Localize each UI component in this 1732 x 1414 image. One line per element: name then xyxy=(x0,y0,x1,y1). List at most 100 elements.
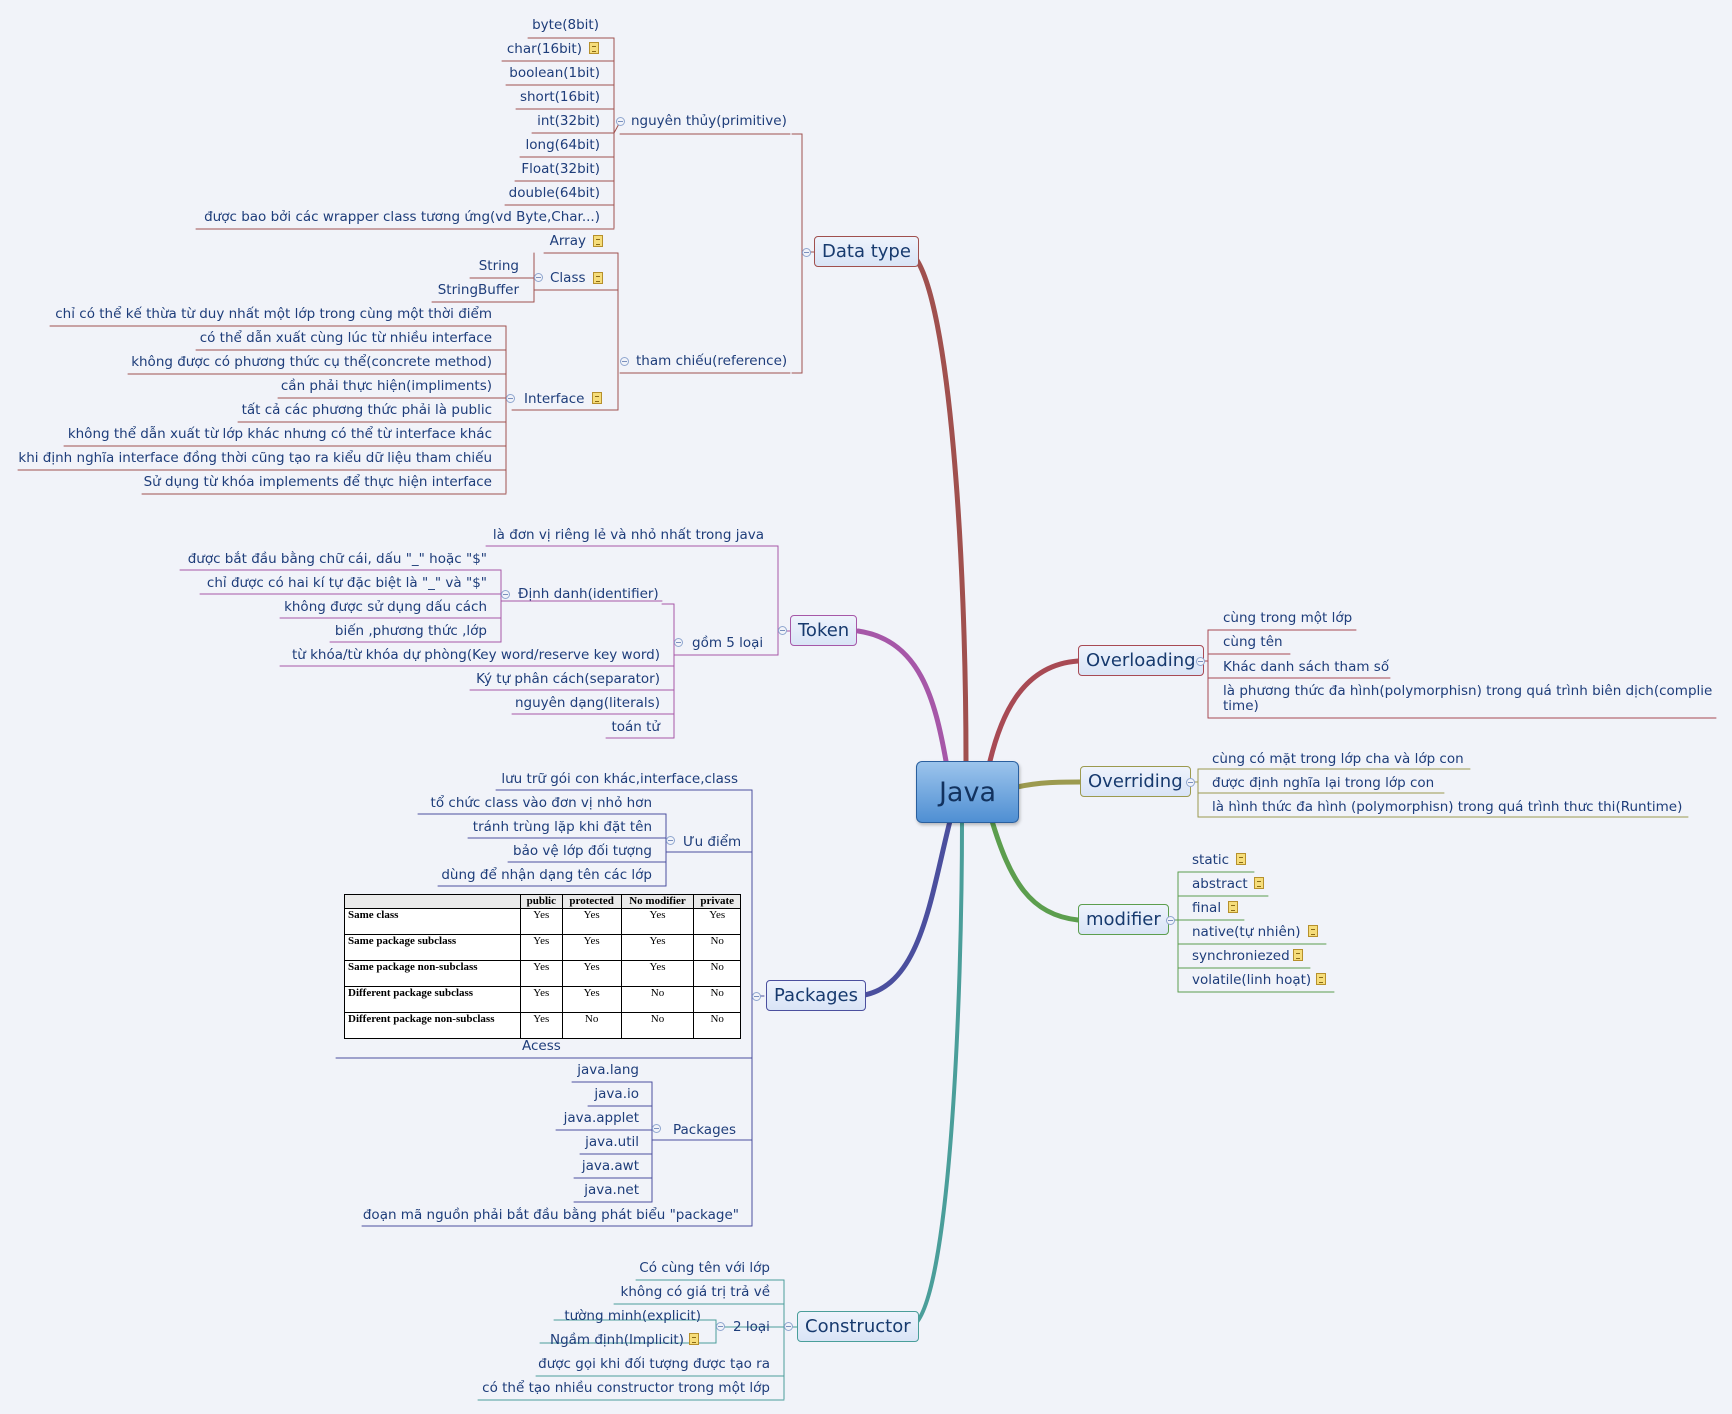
note-icon[interactable] xyxy=(1236,853,1246,865)
advantage-item[interactable]: dùng để nhận dạng tên các lớp xyxy=(441,867,652,883)
constructor-item[interactable]: có thể tạo nhiều constructor trong một l… xyxy=(482,1380,770,1396)
constructor-kind[interactable]: tường minh(explicit) xyxy=(564,1308,701,1324)
modifier-item[interactable]: native(tự nhiên) xyxy=(1192,924,1301,940)
note-icon[interactable] xyxy=(1316,973,1326,985)
note-icon[interactable] xyxy=(589,42,599,54)
collapse-toggle-icon[interactable] xyxy=(1196,657,1205,666)
package-item[interactable]: java.applet xyxy=(563,1110,639,1126)
note-icon[interactable] xyxy=(593,272,603,284)
primitive-item[interactable]: boolean(1bit) xyxy=(509,65,600,81)
class-item[interactable]: StringBuffer xyxy=(437,282,519,298)
advantage-item[interactable]: bảo vệ lớp đối tượng xyxy=(513,843,652,859)
advantage-item[interactable]: tổ chức class vào đơn vị nhỏ hơn xyxy=(430,795,652,811)
token-type-item[interactable]: từ khóa/từ khóa dự phòng(Key word/reserv… xyxy=(291,647,660,663)
interface-item[interactable]: Sử dụng từ khóa implements để thực hiện … xyxy=(143,474,492,490)
root-topic-java[interactable]: Java xyxy=(916,761,1019,823)
interface-item[interactable]: không được có phương thức cụ thể(concret… xyxy=(131,354,492,370)
token-type-item[interactable]: Ký tự phân cách(separator) xyxy=(476,671,660,687)
note-icon[interactable] xyxy=(1308,925,1318,937)
modifier-item[interactable]: volatile(linh hoạt) xyxy=(1192,972,1312,988)
overriding-item[interactable]: cùng có mặt trong lớp cha và lớp con xyxy=(1212,751,1464,767)
note-icon[interactable] xyxy=(1293,949,1303,961)
note-icon[interactable] xyxy=(592,392,602,404)
token-type-item[interactable]: toán tử xyxy=(611,719,660,735)
note-icon[interactable] xyxy=(593,235,603,247)
collapse-toggle-icon[interactable] xyxy=(784,1322,793,1331)
collapse-toggle-icon[interactable] xyxy=(506,394,515,403)
overloading-item[interactable]: là phương thức đa hình(polymorphisn) tro… xyxy=(1223,683,1713,699)
primitive-item[interactable]: short(16bit) xyxy=(519,89,600,105)
collapse-toggle-icon[interactable] xyxy=(802,248,811,257)
collapse-toggle-icon[interactable] xyxy=(652,1124,661,1133)
token-types-label[interactable]: gồm 5 loại xyxy=(692,635,764,651)
advantage-item[interactable]: tránh trùng lặp khi đặt tên xyxy=(472,819,652,835)
overloading-item[interactable]: time) xyxy=(1223,698,1259,714)
collapse-toggle-icon[interactable] xyxy=(674,638,683,647)
note-icon[interactable] xyxy=(1254,877,1264,889)
overloading-item[interactable]: cùng trong một lớp xyxy=(1223,610,1353,626)
constructor-item[interactable]: được gọi khi đối tượng được tạo ra xyxy=(538,1356,770,1372)
collapse-toggle-icon[interactable] xyxy=(501,590,510,599)
primitive-label[interactable]: nguyên thủy(primitive) xyxy=(631,113,787,129)
modifier-item[interactable]: static xyxy=(1192,852,1230,868)
note-icon[interactable] xyxy=(1228,901,1238,913)
interface-item[interactable]: khi định nghĩa interface đồng thời cũng … xyxy=(18,450,492,466)
advantages-label[interactable]: Ưu điểm xyxy=(683,834,742,850)
identifier-label[interactable]: Định danh(identifier) xyxy=(518,586,659,602)
interface-item[interactable]: chỉ có thể kế thừa từ duy nhất một lớp t… xyxy=(55,306,492,322)
topic-constructor[interactable]: Constructor xyxy=(797,1311,919,1342)
packages-list-label[interactable]: Packages xyxy=(673,1122,736,1138)
primitive-item[interactable]: char(16bit) xyxy=(506,41,582,57)
overriding-item[interactable]: là hình thức đa hình (polymorphisn) tron… xyxy=(1212,799,1683,815)
constructor-kinds-label[interactable]: 2 loại xyxy=(733,1319,770,1335)
primitive-item[interactable]: int(32bit) xyxy=(537,113,600,129)
overloading-item[interactable]: Khác danh sách tham số xyxy=(1223,659,1390,675)
topic-token[interactable]: Token xyxy=(790,615,858,646)
token-type-item[interactable]: nguyên dạng(literals) xyxy=(514,695,660,711)
identifier-item[interactable]: được bắt đầu bằng chữ cái, dấu "_" hoặc … xyxy=(187,551,487,567)
collapse-toggle-icon[interactable] xyxy=(534,273,543,282)
topic-packages[interactable]: Packages xyxy=(766,980,866,1011)
collapse-toggle-icon[interactable] xyxy=(666,836,675,845)
identifier-item[interactable]: chỉ được có hai kí tự đặc biệt là "_" và… xyxy=(206,575,487,591)
primitive-item[interactable]: byte(8bit) xyxy=(532,17,599,33)
identifier-item[interactable]: không được sử dụng dấu cách xyxy=(284,599,487,615)
reference-array[interactable]: Array xyxy=(549,233,586,249)
modifier-item[interactable]: final xyxy=(1192,900,1222,916)
packages-store[interactable]: lưu trữ gói con khác,interface,class xyxy=(501,771,738,787)
interface-item[interactable]: cần phải thực hiện(impliments) xyxy=(280,378,492,394)
note-icon[interactable] xyxy=(689,1333,699,1345)
identifier-item[interactable]: biến ,phương thức ,lớp xyxy=(334,623,487,639)
collapse-toggle-icon[interactable] xyxy=(620,357,629,366)
package-item[interactable]: java.lang xyxy=(577,1062,639,1078)
collapse-toggle-icon[interactable] xyxy=(716,1322,725,1331)
collapse-toggle-icon[interactable] xyxy=(778,626,787,635)
collapse-toggle-icon[interactable] xyxy=(616,117,625,126)
constructor-item[interactable]: không có giá trị trả về xyxy=(620,1284,771,1300)
class-item[interactable]: String xyxy=(478,258,519,274)
overloading-item[interactable]: cùng tên xyxy=(1223,634,1283,650)
modifier-item[interactable]: abstract xyxy=(1192,876,1248,892)
primitive-item[interactable]: double(64bit) xyxy=(508,185,600,201)
primitive-item[interactable]: được bao bởi các wrapper class tương ứng… xyxy=(204,209,600,225)
interface-item[interactable]: không thể dẫn xuất từ lớp khác nhưng có … xyxy=(67,426,492,442)
collapse-toggle-icon[interactable] xyxy=(1186,778,1195,787)
constructor-item[interactable]: Có cùng tên với lớp xyxy=(639,1260,770,1276)
class-label[interactable]: Class xyxy=(550,270,586,286)
topic-modifier[interactable]: modifier xyxy=(1078,904,1169,935)
package-item[interactable]: java.awt xyxy=(581,1158,639,1174)
topic-data-type[interactable]: Data type xyxy=(814,236,919,267)
packages-start-rule[interactable]: đoạn mã nguồn phải bắt đầu bằng phát biể… xyxy=(362,1207,739,1223)
overriding-item[interactable]: được định nghĩa lại trong lớp con xyxy=(1212,775,1435,791)
primitive-item[interactable]: long(64bit) xyxy=(525,137,600,153)
reference-label[interactable]: tham chiếu(reference) xyxy=(636,353,788,369)
primitive-item[interactable]: Float(32bit) xyxy=(521,161,600,177)
topic-overloading[interactable]: Overloading xyxy=(1078,645,1204,676)
interface-label[interactable]: Interface xyxy=(524,391,585,407)
modifier-item[interactable]: synchroniezed xyxy=(1192,948,1290,964)
access-table-caption[interactable]: Acess xyxy=(522,1038,561,1054)
constructor-kind[interactable]: Ngầm định(Implicit) xyxy=(549,1332,684,1348)
package-item[interactable]: java.io xyxy=(594,1086,639,1102)
interface-item[interactable]: tất cả các phương thức phải là public xyxy=(241,402,492,418)
interface-item[interactable]: có thể dẫn xuất cùng lúc từ nhiều interf… xyxy=(199,330,492,346)
